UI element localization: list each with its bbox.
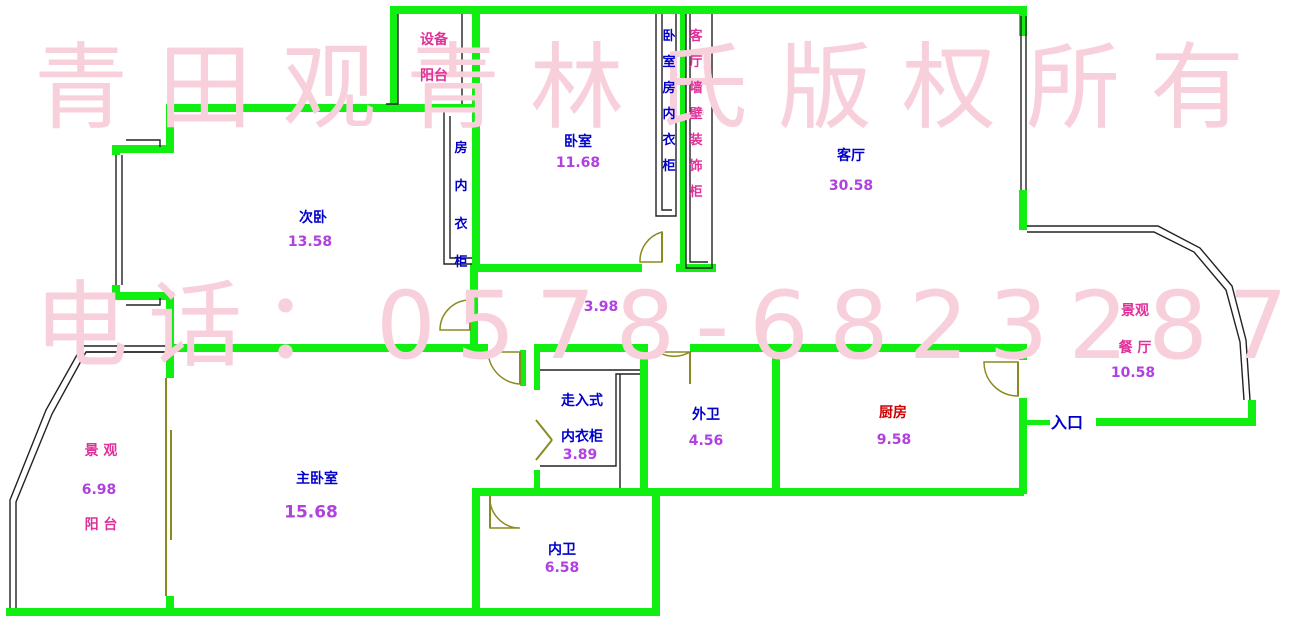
label-view-dining-1: 景观 (1121, 303, 1149, 319)
area-kitchen: 9.58 (876, 432, 912, 448)
label-equip-balcony-2: 阳台 (420, 68, 448, 84)
wall-6 (166, 104, 174, 150)
label-view-balcony-1: 景 观 (84, 443, 118, 459)
label-view-balcony-2: 阳 台 (84, 517, 118, 533)
door-leaf-6 (535, 419, 553, 441)
label-view-dining-2: 餐 厅 (1118, 340, 1152, 356)
wall-27 (640, 344, 648, 494)
area-guest-bath: 4.56 (688, 433, 724, 449)
label-second-closet: 房内衣柜 (454, 141, 468, 270)
outline-15 (540, 373, 640, 467)
label-living: 客厅 (837, 148, 865, 164)
wall-5 (166, 104, 478, 112)
label-walkin-closet-1: 走入式 (561, 393, 603, 409)
wall-3 (1019, 6, 1027, 36)
wall-1 (390, 6, 398, 106)
wall-19 (1019, 344, 1027, 360)
outline-10 (685, 14, 713, 269)
outline-11 (689, 14, 708, 263)
wall-28 (772, 344, 780, 494)
label-second-bedroom: 次卧 (299, 210, 327, 226)
outline-0 (386, 14, 399, 105)
outline-7 (126, 298, 161, 306)
outline-19 (9, 345, 166, 608)
wall-8 (112, 145, 120, 155)
outline-6 (126, 139, 161, 147)
wall-33 (6, 608, 484, 616)
area-second-bedroom: 13.58 (287, 234, 333, 250)
outline-13 (449, 116, 472, 259)
label-walkin-closet-2: 内衣柜 (561, 429, 603, 445)
wall-2 (472, 10, 480, 270)
label-equip-balcony-1: 设备 (420, 32, 448, 48)
label-guest-bath: 外卫 (692, 407, 720, 423)
wall-32 (166, 596, 174, 612)
floor-plan (6, 6, 1256, 616)
door-swing-2 (487, 351, 521, 385)
wall-30 (472, 488, 648, 496)
label-living-wall-cabinet: 客厅墙壁装饰柜 (689, 29, 703, 200)
door-leaf-7 (535, 439, 553, 461)
area-master-bath: 6.58 (544, 560, 580, 576)
wall-7 (112, 145, 174, 153)
area-hall: 3.98 (583, 299, 619, 315)
label-master-bath: 内卫 (548, 542, 576, 558)
area-master-bedroom: 15.68 (284, 502, 338, 523)
wall-36 (652, 488, 660, 616)
outline-9 (661, 14, 672, 211)
door-swing-3 (655, 351, 693, 358)
wall-15 (470, 264, 478, 346)
outline-17 (1027, 225, 1251, 401)
outline-18 (1027, 231, 1245, 401)
wall-13 (680, 14, 686, 270)
label-entrance: 入口 (1050, 413, 1084, 432)
sliding-door (165, 378, 172, 596)
wall-17 (534, 344, 642, 352)
wall-4 (1019, 190, 1027, 230)
wall-22 (1096, 418, 1256, 426)
wall-23 (1248, 400, 1256, 426)
wall-11 (166, 292, 174, 350)
area-view-balcony: 6.98 (81, 482, 117, 498)
label-kitchen: 厨房 (879, 405, 907, 421)
area-living: 30.58 (828, 178, 874, 194)
wall-0 (390, 6, 1026, 14)
outline-8 (655, 14, 677, 217)
door-swing-1 (439, 299, 471, 331)
wall-26 (534, 470, 540, 492)
area-view-dining: 10.58 (1110, 365, 1156, 381)
wall-12 (472, 264, 642, 272)
wall-25 (534, 350, 540, 390)
wall-37 (472, 488, 492, 496)
outline-12 (443, 110, 472, 265)
wall-18 (690, 344, 1026, 352)
wall-34 (472, 488, 480, 616)
wall-16 (166, 344, 488, 352)
wall-24 (520, 350, 526, 386)
wall-29 (640, 488, 1024, 496)
wall-31 (166, 350, 174, 378)
label-bedroom-closet: 卧室房内衣柜 (662, 29, 676, 174)
door-swing-0 (639, 231, 663, 263)
door-swing-5 (489, 495, 521, 529)
area-walkin-closet: 3.89 (562, 447, 598, 463)
label-bedroom: 卧室 (564, 134, 592, 150)
area-bedroom: 11.68 (555, 155, 601, 171)
label-master-bedroom: 主卧室 (296, 471, 338, 487)
outline-20 (15, 351, 166, 608)
wall-20 (1019, 398, 1027, 494)
wall-10 (112, 292, 174, 300)
wall-35 (472, 608, 660, 616)
door-swing-4 (983, 361, 1019, 397)
wall-21 (1020, 420, 1050, 425)
